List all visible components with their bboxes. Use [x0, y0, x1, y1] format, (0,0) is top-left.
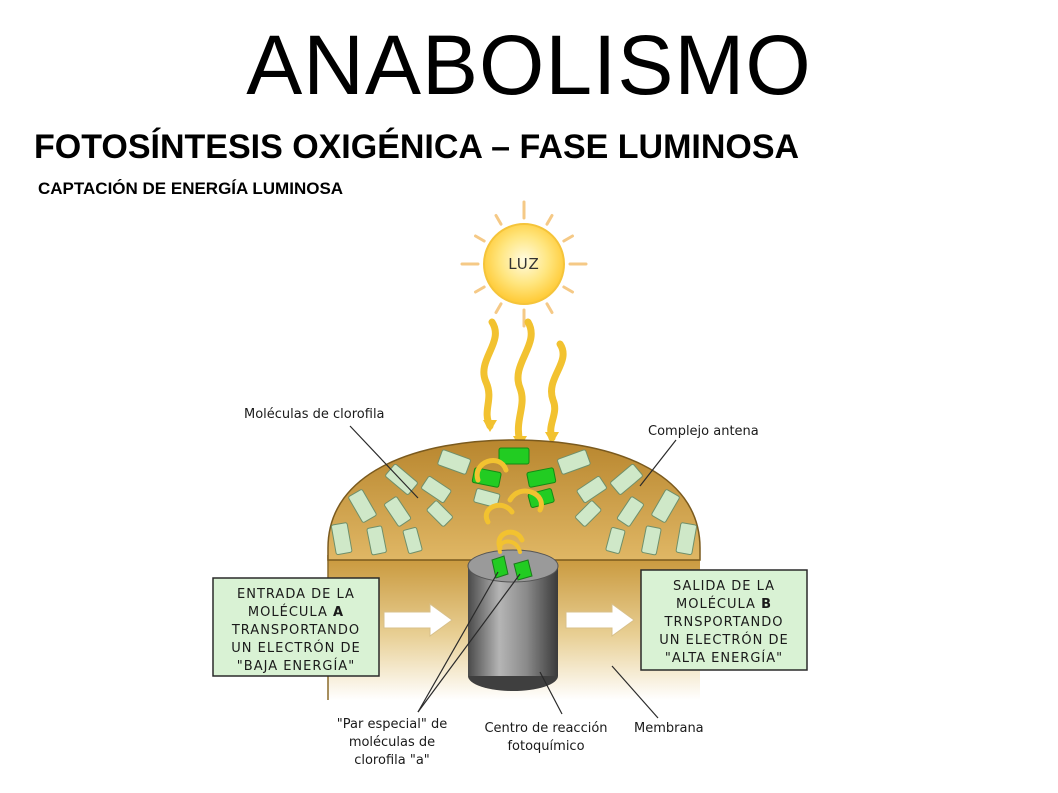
exit-box-line-4: UN ELECTRÓN DE — [659, 632, 788, 648]
energy-arrow-1 — [474, 458, 509, 483]
chlorophyll-cell — [557, 449, 591, 475]
chlorophyll-cell — [366, 525, 387, 556]
sun-ray — [562, 234, 574, 243]
chlorophyll-cell — [421, 476, 452, 503]
sun-icon: LUZ — [460, 200, 588, 328]
light-wave-2 — [514, 318, 535, 446]
label-antenna-complex: Complejo antena — [648, 424, 759, 439]
label-membrane: Membrana — [634, 721, 704, 736]
chlorophyll-cell — [330, 522, 353, 555]
label-special-pair-line-1: "Par especial" de — [337, 717, 447, 732]
sun-ray — [494, 214, 503, 226]
energy-arrow-2 — [507, 488, 544, 513]
energy-arrow-3 — [483, 502, 515, 525]
exit-molecule-letter: B — [761, 597, 772, 612]
chlorophyll-cell — [402, 527, 423, 554]
special-pair-arrow — [497, 539, 522, 554]
sun-ray — [545, 214, 554, 226]
exit-box-line-2: MOLÉCULA B — [676, 596, 772, 612]
chlorophyll-cell — [348, 489, 377, 523]
antenna-complex — [327, 439, 701, 561]
sun-ray — [562, 285, 574, 294]
reaction-center-top — [467, 549, 559, 583]
chlorophyll-cell — [675, 522, 698, 555]
label-reaction-center-line-1: Centro de reacción — [484, 721, 607, 736]
special-pair-molecule-2 — [513, 559, 533, 581]
chlorophyll-cell — [641, 525, 662, 556]
entry-box-line-2: MOLÉCULA A — [248, 604, 344, 620]
chlorophyll-cell — [576, 476, 607, 503]
label-special-pair-line-2: moléculas de — [349, 735, 435, 750]
chlorophyll-cell — [610, 463, 643, 495]
subtitle: FOTOSÍNTESIS OXIGÉNICA – FASE LUMINOSA — [34, 128, 800, 166]
exit-box-line-3: TRNSPORTANDO — [664, 615, 784, 630]
antenna-dome — [327, 439, 701, 561]
light-wave-1 — [480, 318, 499, 430]
excited-chlorophyll-cell — [526, 467, 557, 488]
label-chlorophyll-molecules: Moléculas de clorofila — [244, 407, 385, 422]
sun-ray — [474, 234, 486, 243]
page-title: ANABOLISMO — [246, 18, 812, 112]
light-wave-arrowhead-3 — [545, 432, 559, 444]
exit-flow-arrow — [565, 603, 635, 637]
light-wave-arrowhead-1 — [483, 420, 497, 432]
section-heading: CAPTACIÓN DE ENERGÍA LUMINOSA — [38, 179, 344, 198]
entry-box-line-5: "BAJA ENERGÍA" — [237, 658, 355, 674]
sun-ray — [474, 285, 486, 294]
chlorophyll-cell — [651, 489, 680, 523]
light-wave-3 — [547, 340, 567, 442]
entry-box-frame — [212, 577, 380, 677]
chlorophyll-cell — [426, 500, 453, 527]
sun-disc — [483, 223, 565, 305]
entry-molecule-box: ENTRADA DE LA MOLÉCULA A TRANSPORTANDO U… — [212, 577, 380, 677]
leader-special-pair-1 — [417, 571, 499, 713]
exit-box-line-2-text: MOLÉCULA — [676, 596, 761, 612]
leader-reaction-center — [539, 671, 563, 715]
leader-antenna — [639, 439, 677, 487]
label-special-pair-line-3: clorofila "a" — [354, 753, 430, 768]
chlorophyll-cell — [575, 500, 602, 527]
entry-molecule-letter: A — [333, 605, 344, 620]
reaction-center — [467, 539, 559, 691]
label-reaction-center-line-2: fotoquímico — [507, 739, 584, 754]
chlorophyll-cell — [473, 488, 501, 508]
entry-flow-arrow — [383, 603, 453, 637]
chlorophyll-cell — [437, 449, 471, 475]
light-waves — [480, 318, 567, 448]
sun-label: LUZ — [508, 255, 540, 273]
callout-leader-lines — [349, 425, 677, 719]
special-pair-molecule-1 — [491, 555, 509, 579]
entry-box-line-3: TRANSPORTANDO — [231, 623, 360, 638]
flow-arrows — [383, 603, 635, 637]
chlorophyll-cell — [384, 496, 412, 527]
entry-box-line-2-text: MOLÉCULA — [248, 604, 333, 620]
leader-special-pair-2 — [417, 573, 521, 713]
leader-membrane — [611, 665, 659, 719]
exit-molecule-box: SALIDA DE LA MOLÉCULA B TRNSPORTANDO UN … — [640, 569, 808, 671]
exit-box-line-5: "ALTA ENERGÍA" — [665, 650, 783, 666]
excited-chlorophyll-cell — [498, 447, 530, 465]
entry-box-line-4: UN ELECTRÓN DE — [231, 640, 360, 656]
sun-ray — [545, 302, 554, 314]
chlorophyll-cell — [605, 527, 626, 554]
exit-box-frame — [640, 569, 808, 671]
sun-ray — [494, 302, 503, 314]
exit-box-line-1: SALIDA DE LA — [673, 579, 775, 594]
chlorophyll-cell — [616, 496, 644, 527]
entry-box-line-1: ENTRADA DE LA — [237, 587, 355, 602]
leader-chlorophyll — [349, 425, 419, 499]
